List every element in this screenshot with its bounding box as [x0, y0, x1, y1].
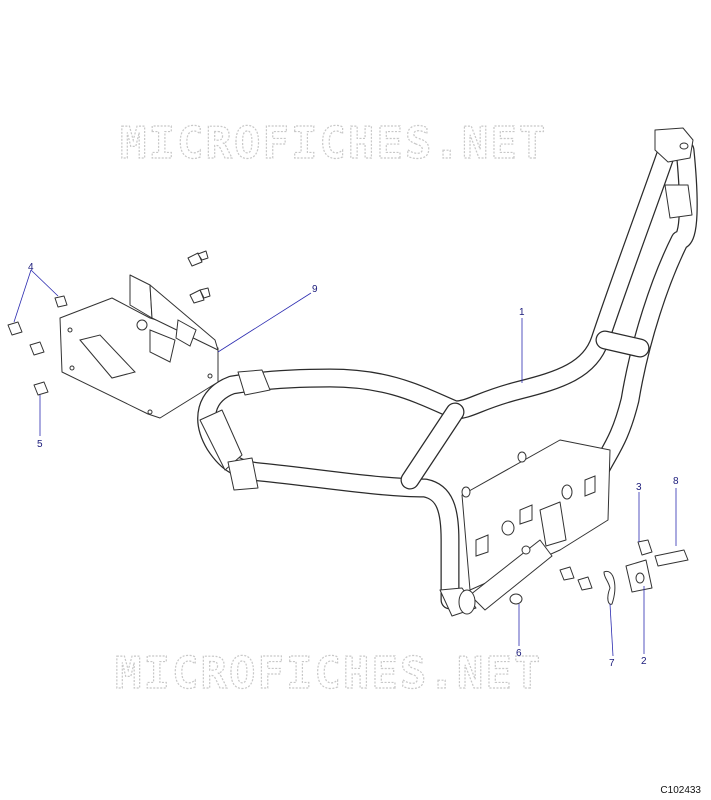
bolt-group-left [7, 295, 68, 396]
callout-3: 3 [636, 482, 642, 493]
callout-2: 2 [641, 656, 647, 667]
watermark-top: MICROFICHES.NET [120, 118, 547, 169]
callout-8: 8 [673, 476, 679, 487]
callout-1: 1 [519, 307, 525, 318]
callout-7: 7 [609, 658, 615, 669]
bolt-group-upper [187, 250, 211, 304]
watermark-bottom: MICROFICHES.NET [115, 648, 542, 699]
mount-bracket [59, 274, 219, 419]
callout-5: 5 [37, 439, 43, 450]
callout-9: 9 [312, 284, 318, 295]
bolt-group-right [509, 539, 689, 605]
bumper-frame [197, 127, 698, 617]
callout-4: 4 [28, 262, 34, 273]
callout-6: 6 [516, 648, 522, 659]
drawing-code: C102433 [660, 785, 701, 796]
callout-leaders [13, 269, 677, 657]
